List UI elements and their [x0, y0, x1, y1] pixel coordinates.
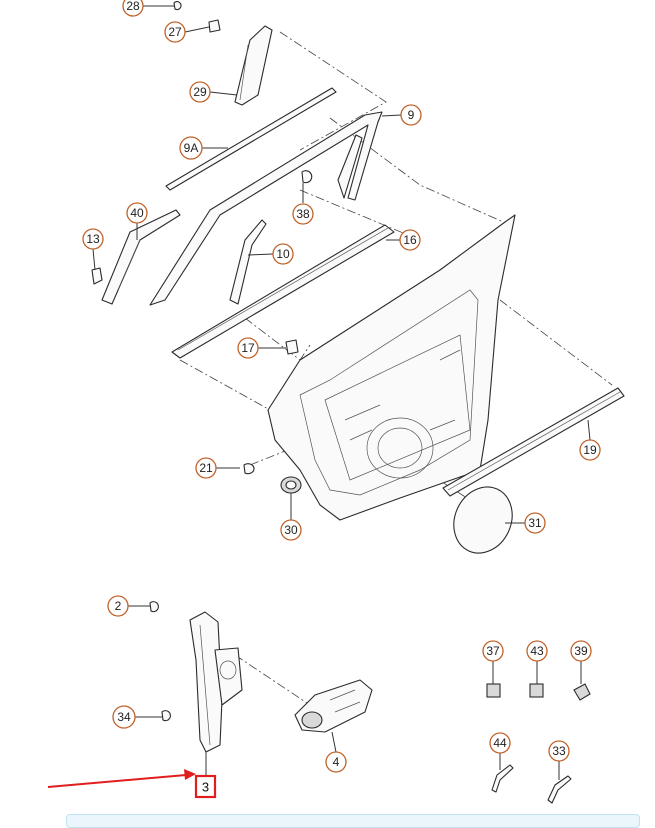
part-28 [173, 1, 182, 11]
part-38 [301, 170, 313, 184]
part-37 [486, 683, 501, 698]
part-33 [547, 775, 572, 804]
part-9 [149, 111, 383, 306]
callout-label: 38 [296, 207, 310, 221]
callout-label: 27 [168, 25, 182, 39]
part-17 [285, 339, 299, 355]
part-3 [189, 611, 223, 753]
callout-2[interactable]: 2 [107, 595, 129, 617]
part-9a [165, 87, 337, 191]
callout-9a[interactable]: 9A [179, 136, 203, 160]
callout-40[interactable]: 40 [126, 202, 148, 224]
part-21 [243, 463, 255, 475]
callout-38[interactable]: 38 [292, 203, 314, 225]
callout-39[interactable]: 39 [570, 640, 592, 662]
callout-label: 9 [408, 108, 415, 122]
callout-4[interactable]: 4 [325, 751, 347, 773]
callout-label: 34 [117, 710, 131, 724]
callout-label: 17 [241, 341, 255, 355]
part-29 [234, 25, 273, 106]
part-44 [491, 764, 514, 793]
callout-label: 37 [486, 644, 500, 658]
part-16 [171, 224, 395, 359]
callout-43[interactable]: 43 [526, 640, 548, 662]
part-13 [91, 267, 103, 285]
callout-16[interactable]: 16 [399, 229, 421, 251]
callout-27[interactable]: 27 [164, 21, 186, 43]
callout-label: 30 [284, 523, 298, 537]
callout-44[interactable]: 44 [489, 732, 511, 754]
regulator-parts [149, 601, 373, 753]
callout-label: 44 [493, 736, 507, 750]
callout-label: 21 [199, 461, 213, 475]
callout-3-highlighted[interactable]: 3 [194, 774, 217, 799]
callout-label: 33 [552, 744, 566, 758]
leader-lines [92, 5, 591, 780]
callout-31[interactable]: 31 [524, 512, 546, 534]
callout-label: 28 [126, 0, 140, 13]
callout-label: 40 [130, 206, 144, 220]
callout-label: 3 [202, 780, 209, 795]
part-19 [442, 387, 625, 497]
callout-29[interactable]: 29 [189, 81, 211, 103]
callout-label: 19 [583, 443, 597, 457]
info-bar [66, 814, 640, 828]
callout-label: 39 [574, 644, 588, 658]
part-43 [529, 683, 544, 698]
callout-37[interactable]: 37 [482, 640, 504, 662]
callout-33[interactable]: 33 [548, 740, 570, 762]
callout-9[interactable]: 9 [400, 104, 422, 126]
callout-10[interactable]: 10 [272, 243, 294, 265]
highlight-annotation [47, 769, 196, 788]
part-10 [229, 219, 267, 305]
door-panel [243, 214, 625, 554]
part-39 [573, 683, 591, 701]
callout-19[interactable]: 19 [579, 439, 601, 461]
callout-label: 2 [115, 599, 122, 613]
part-31 [453, 486, 513, 554]
part-34 [161, 710, 171, 722]
callout-13[interactable]: 13 [82, 228, 104, 250]
callout-label: 9A [184, 141, 199, 155]
part-40 [101, 209, 181, 305]
callout-label: 13 [86, 232, 100, 246]
part-27 [208, 19, 221, 33]
callout-30[interactable]: 30 [280, 519, 302, 541]
callout-label: 10 [276, 247, 290, 261]
highlight-arrow-head [184, 769, 196, 780]
callout-21[interactable]: 21 [195, 457, 217, 479]
callout-17[interactable]: 17 [237, 337, 259, 359]
callout-label: 29 [193, 85, 207, 99]
callout-34[interactable]: 34 [112, 705, 136, 729]
highlight-arrow-line [47, 774, 187, 788]
callout-28[interactable]: 28 [122, 0, 144, 17]
fasteners [486, 683, 591, 804]
part-2 [149, 601, 159, 613]
callout-label: 16 [403, 233, 417, 247]
callout-label: 31 [528, 516, 542, 530]
upper-window-parts [91, 1, 395, 359]
callout-label: 43 [530, 644, 544, 658]
callout-label: 4 [333, 755, 340, 769]
